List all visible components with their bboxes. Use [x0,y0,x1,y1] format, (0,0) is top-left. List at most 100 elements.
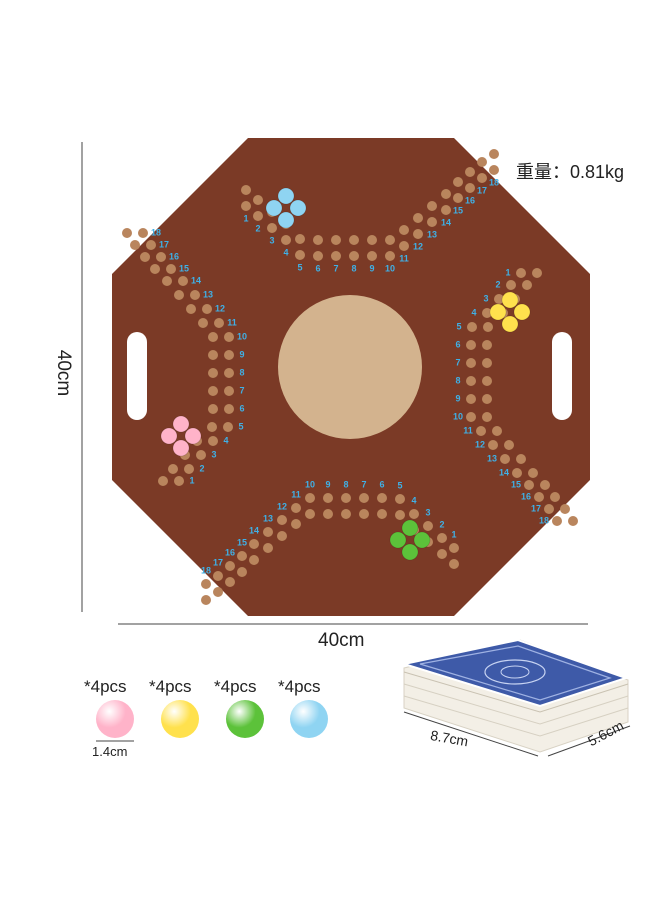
top-number-9: 9 [369,263,374,273]
right-outer-hole-15 [540,480,550,490]
bottom-outer-hole-18 [201,595,211,605]
bottom-number-8: 8 [343,479,348,489]
left-hole-12 [202,304,212,314]
left-hole-16 [156,252,166,262]
left-number-12: 12 [215,303,225,313]
left-hole-7 [224,386,234,396]
top-number-1: 1 [243,213,248,223]
top-hole-15 [453,193,463,203]
top-number-11: 11 [399,253,409,263]
bottom-number-15: 15 [237,537,247,547]
right-outer-hole-9 [482,394,492,404]
right-outer-hole-13 [516,454,526,464]
right-outer-hole-12 [504,440,514,450]
bottom-hole-12 [277,515,287,525]
green-marble [226,700,264,738]
right-number-9: 9 [455,393,460,403]
bottom-outer-hole-14 [249,555,259,565]
board-marble-2-2 [389,531,407,549]
board-marble-1-2 [489,303,507,321]
right-number-14: 14 [499,467,509,477]
left-hole-10 [224,332,234,342]
right-hole-4 [482,308,492,318]
top-number-18: 18 [489,177,499,187]
right-hole-16 [534,492,544,502]
bottom-number-13: 13 [263,513,273,523]
top-outer-hole-17 [477,157,487,167]
top-hole-16 [465,183,475,193]
right-hole-5 [467,322,477,332]
right-number-5: 5 [456,321,461,331]
bottom-outer-hole-17 [213,587,223,597]
right-number-18: 18 [539,515,549,525]
right-hole-10 [466,412,476,422]
right-number-6: 6 [455,339,460,349]
board-marbles [160,187,531,561]
right-outer-hole-5 [483,322,493,332]
left-number-7: 7 [239,385,244,395]
bottom-number-12: 12 [277,501,287,511]
left-outer-hole-15 [150,264,160,274]
top-number-6: 6 [315,263,320,273]
right-outer-hole-11 [492,426,502,436]
top-hole-1 [241,201,251,211]
board-marble-1-3 [501,315,519,333]
top-outer-hole-14 [441,189,451,199]
left-hole-15 [166,264,176,274]
left-hole-2 [184,464,194,474]
left-outer-hole-1 [158,476,168,486]
top-hole-7 [331,251,341,261]
board-marble-2-0 [401,519,419,537]
left-number-8: 8 [239,367,244,377]
bottom-hole-3 [423,521,433,531]
bottom-number-5: 5 [397,480,402,490]
top-number-2: 2 [255,223,260,233]
pink-marble [96,700,134,738]
top-hole-12 [413,229,423,239]
board-marble-3-2 [265,199,283,217]
right-hole-17 [544,504,554,514]
right-hole-13 [500,454,510,464]
left-hole-9 [224,350,234,360]
left-hole-6 [224,404,234,414]
bottom-hole-8 [341,493,351,503]
board-marble-0-0 [172,415,190,433]
right-number-17: 17 [531,503,541,513]
right-number-7: 7 [455,357,460,367]
board-marble-3-1 [289,199,307,217]
bottom-hole-18 [201,579,211,589]
right-number-16: 16 [521,491,531,501]
right-hole-11 [476,426,486,436]
bottom-number-6: 6 [379,479,384,489]
right-hole-2 [506,280,516,290]
left-outer-hole-2 [168,464,178,474]
left-hole-1 [174,476,184,486]
left-number-18: 18 [151,227,161,237]
left-number-17: 17 [159,239,169,249]
right-outer-hole-17 [560,504,570,514]
left-hole-14 [178,276,188,286]
top-hole-2 [253,211,263,221]
top-hole-17 [477,173,487,183]
bottom-hole-2 [437,533,447,543]
top-number-13: 13 [427,229,437,239]
top-number-14: 14 [441,217,451,227]
top-outer-hole-16 [465,167,475,177]
bottom-outer-hole-1 [449,559,459,569]
top-number-15: 15 [453,205,463,215]
left-number-14: 14 [191,275,201,285]
right-number-8: 8 [455,375,460,385]
right-number-2: 2 [495,279,500,289]
top-outer-hole-8 [349,235,359,245]
left-number-1: 1 [189,475,194,485]
right-number-10: 10 [453,411,463,421]
bottom-outer-hole-6 [377,509,387,519]
right-number-13: 13 [487,453,497,463]
bottom-hole-7 [359,493,369,503]
top-number-4: 4 [283,247,288,257]
left-outer-hole-8 [208,368,218,378]
playing-card-deck [400,638,630,753]
bottom-hole-10 [305,493,315,503]
left-outer-hole-12 [186,304,196,314]
